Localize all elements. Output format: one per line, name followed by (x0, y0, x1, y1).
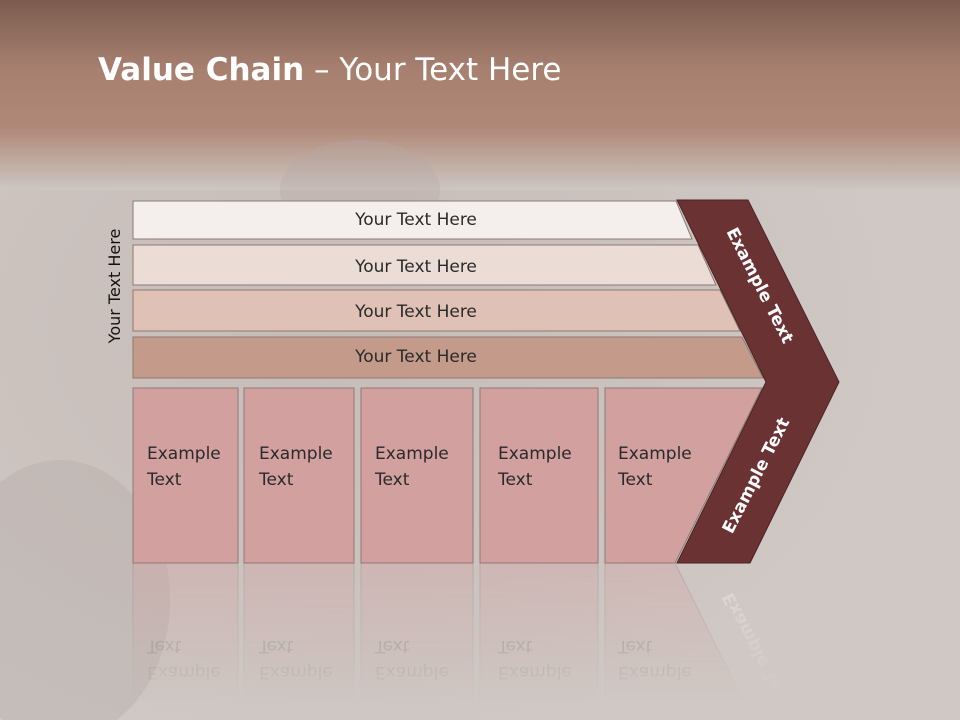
box-1 (132, 387, 239, 564)
bar-4-label: Your Text Here (354, 347, 477, 367)
reflection-box-5-line1: Example (618, 662, 692, 682)
box-4-line1: Example (498, 444, 572, 464)
box-2-line2: Text (258, 470, 294, 490)
reflection-box-3-line1: Example (375, 662, 449, 682)
reflection-box-5 (604, 562, 754, 720)
box-3-line1: Example (375, 444, 449, 464)
reflection-box-2 (243, 562, 355, 720)
box-5-line2: Text (617, 470, 653, 490)
box-2-line1: Example (259, 444, 333, 464)
reflection-box-4-line1: Example (498, 662, 572, 682)
reflection-arrow (676, 325, 840, 564)
box-3-line2: Text (374, 470, 410, 490)
reflection-box-1-line2: Text (146, 636, 182, 656)
box-5-line1: Example (618, 444, 692, 464)
title-bold: Value Chain (98, 52, 305, 88)
bar-2-label: Your Text Here (354, 257, 477, 277)
reflection-box-1 (132, 562, 239, 720)
slide-title: Value Chain – Your Text Here (98, 52, 561, 88)
reflection-box-2-line1: Example (259, 662, 333, 682)
bar-2 (132, 244, 717, 286)
reflection-box-4 (479, 562, 599, 720)
reflection-box-5-line2: Text (617, 636, 653, 656)
box-1-line1: Example (147, 444, 221, 464)
box-1-line2: Text (146, 470, 182, 490)
bar-1 (132, 200, 693, 240)
reflection-box-2-line2: Text (258, 636, 294, 656)
bar-1-label: Your Text Here (354, 210, 477, 230)
box-4 (479, 387, 599, 564)
title-rest: – Your Text Here (304, 52, 562, 88)
reflection-box-4-line2: Text (497, 636, 533, 656)
reflection-box-3 (360, 562, 474, 720)
box-4-line2: Text (497, 470, 533, 490)
reflection-box-3-line2: Text (374, 636, 410, 656)
box-3 (360, 387, 474, 564)
reflection-box-1-line1: Example (147, 662, 221, 682)
box-2 (243, 387, 355, 564)
diagram-reflection: Example Text Example Text Example Text E… (132, 325, 840, 720)
bar-3-label: Your Text Here (354, 302, 477, 322)
